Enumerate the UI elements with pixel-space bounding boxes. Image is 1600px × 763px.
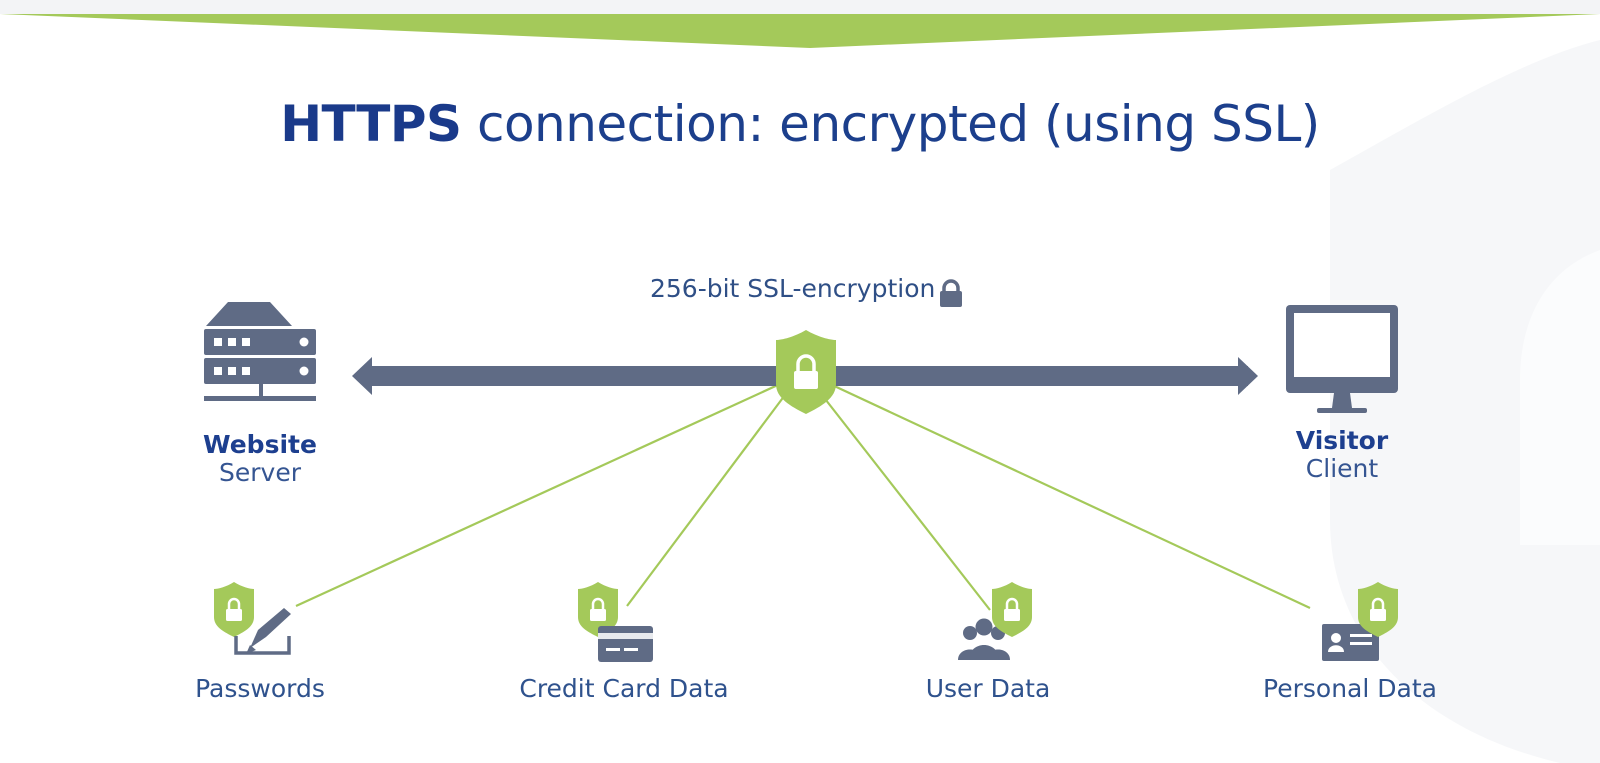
monitor-icon xyxy=(1286,305,1398,413)
line-passwords xyxy=(295,383,781,607)
shield-lock-icon-credit-card xyxy=(578,582,618,637)
client-subtitle: Client xyxy=(1305,454,1379,483)
shield-lock-icon-passwords xyxy=(214,582,254,637)
watermark-shackle xyxy=(1520,250,1600,545)
padlock-icon xyxy=(940,279,962,307)
server-title: Website xyxy=(203,430,317,459)
shield-lock-icon-personal-data xyxy=(1358,582,1398,637)
line-user-data xyxy=(821,394,991,611)
arrow-head-left xyxy=(352,357,372,395)
server-subtitle: Server xyxy=(219,458,301,487)
title-rest: connection: encrypted (using SSL) xyxy=(461,95,1320,153)
user-group-icon xyxy=(958,618,1010,660)
encryption-label: 256-bit SSL-encryption xyxy=(650,274,936,303)
central-shield-lock-icon xyxy=(776,330,836,414)
client-title: Visitor xyxy=(1295,426,1389,455)
arrow-head-right xyxy=(1238,357,1258,395)
pen-signature-icon xyxy=(234,608,291,655)
data-item-label-personal-data: Personal Data xyxy=(1263,674,1437,703)
top-banner xyxy=(0,14,1600,48)
title-bold: HTTPS xyxy=(280,95,462,153)
background-lock-watermark xyxy=(1330,40,1600,763)
line-personal-data xyxy=(829,383,1311,609)
connector-lines xyxy=(295,383,1311,611)
server-icon xyxy=(204,302,316,401)
data-item-label-passwords: Passwords xyxy=(195,674,325,703)
line-credit-card xyxy=(626,394,786,607)
top-strip xyxy=(0,0,1600,14)
credit-card-icon xyxy=(598,626,653,662)
shield-lock-icon-user-data xyxy=(992,582,1032,637)
page-title: HTTPS connection: encrypted (using SSL) xyxy=(0,95,1600,153)
data-item-label-credit-card: Credit Card Data xyxy=(519,674,729,703)
data-item-label-user-data: User Data xyxy=(925,674,1051,703)
id-card-icon xyxy=(1322,624,1379,661)
